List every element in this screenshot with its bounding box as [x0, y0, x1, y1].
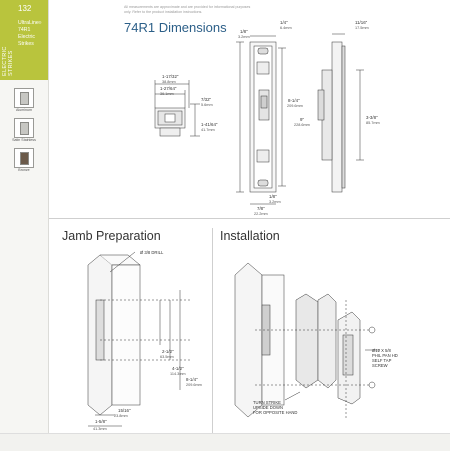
jamb-preparation-title: Jamb Preparation [62, 229, 161, 243]
page-title: 74R1 Dimensions [124, 20, 227, 35]
sidebar: 132 ELECTRIC STRIKES UltraLine® 74R1 Ele… [0, 0, 49, 450]
dimension-label: PHIL PAN HD [372, 353, 398, 358]
dimension-label: 6.4mm [280, 26, 292, 30]
dimension-label: 1/8" [269, 194, 277, 199]
dimension-label: 85.7mm [366, 121, 380, 125]
column-divider [212, 228, 213, 433]
dimension-label: 15/16" [118, 408, 131, 413]
dimension-label: 38.8mm [162, 80, 176, 84]
installation-drawing [234, 262, 380, 420]
dimension-label: 36.1mm [160, 92, 174, 96]
dimension-label: 114.3mm [170, 372, 186, 376]
finish-label: Aluminum [16, 108, 32, 112]
dimension-label: 1-27/64" [160, 86, 177, 91]
dimension-label: 4-1/2" [172, 366, 184, 371]
plan-view-drawing [154, 80, 200, 137]
dimension-label: UltraLine [18, 20, 39, 26]
dimension-label: 2-1/2" [162, 349, 174, 354]
dimension-label: 3-3/8" [366, 115, 378, 120]
finish-label: Bronze [18, 168, 30, 172]
side-view-drawing [317, 33, 364, 193]
dimension-label: 11/16" [355, 20, 368, 25]
disclaimer-text: All measurements are approximate and are… [124, 5, 251, 14]
dimension-label: 1-17/32" [162, 74, 179, 79]
finish-stainless-icon [14, 118, 34, 138]
dimension-label: 7/8" [257, 206, 265, 211]
dimension-label: TURN STRIKE [253, 400, 281, 405]
dimension-label: 1-41/64" [201, 122, 218, 127]
dimension-label: 8-1/4" [288, 98, 300, 103]
section-divider [49, 218, 450, 219]
finish-aluminum-icon [14, 88, 34, 108]
dimension-label: 5.6mm [201, 103, 213, 107]
dimension-label: SCREW [372, 363, 388, 368]
jamb-drawing [87, 251, 190, 427]
dimension-label: Ø 3/8 DRILL [140, 250, 164, 255]
dimension-label: 1-5/8" [95, 419, 107, 424]
dimension-label: 17.5mm [355, 26, 369, 30]
dimension-label: SELF TAP [372, 358, 392, 363]
page-number: 132 [18, 4, 32, 13]
dimension-label: 74R1 [18, 27, 31, 33]
dimension-label: 3.2mm [269, 200, 281, 204]
finish-bronze-icon [14, 148, 34, 168]
dimension-label: 3.2mm [238, 35, 250, 39]
dimension-label: Electric [18, 34, 36, 40]
front-view-drawing [236, 35, 286, 205]
dimension-label: 22.2mm [254, 212, 268, 216]
footer-bar [0, 433, 450, 451]
dimension-label: UPSIDE DOWN [253, 405, 283, 410]
product-name: UltraLine® 74R1 Electric Strikes [18, 20, 42, 47]
dimension-label: 1/4" [280, 20, 288, 25]
dimension-label: 209.6mm [186, 383, 202, 387]
dimension-label: 7/32" [201, 97, 212, 102]
dimension-label: FOR OPPOSITE HAND [253, 410, 297, 415]
installation-title: Installation [220, 229, 280, 243]
dimension-label: 41.3mm [93, 427, 107, 431]
dimension-label: 209.6mm [287, 104, 303, 108]
dimension-label: 41.7mm [201, 128, 215, 132]
finish-label: Satin Stainless [12, 138, 36, 142]
dimension-label: 9" [300, 117, 304, 122]
dimension-label: 228.6mm [294, 123, 310, 127]
dimension-label: 8-1/4" [186, 377, 198, 382]
dimension-label: 1/8" [240, 29, 248, 34]
dimension-label: 23.8mm [114, 414, 128, 418]
dimension-label: Ø12 X 5/8 [372, 348, 392, 353]
dimension-label: Strikes [18, 41, 34, 47]
section-tab: 132 ELECTRIC STRIKES UltraLine® 74R1 Ele… [0, 0, 48, 80]
dimension-label: 63.5mm [160, 355, 174, 359]
